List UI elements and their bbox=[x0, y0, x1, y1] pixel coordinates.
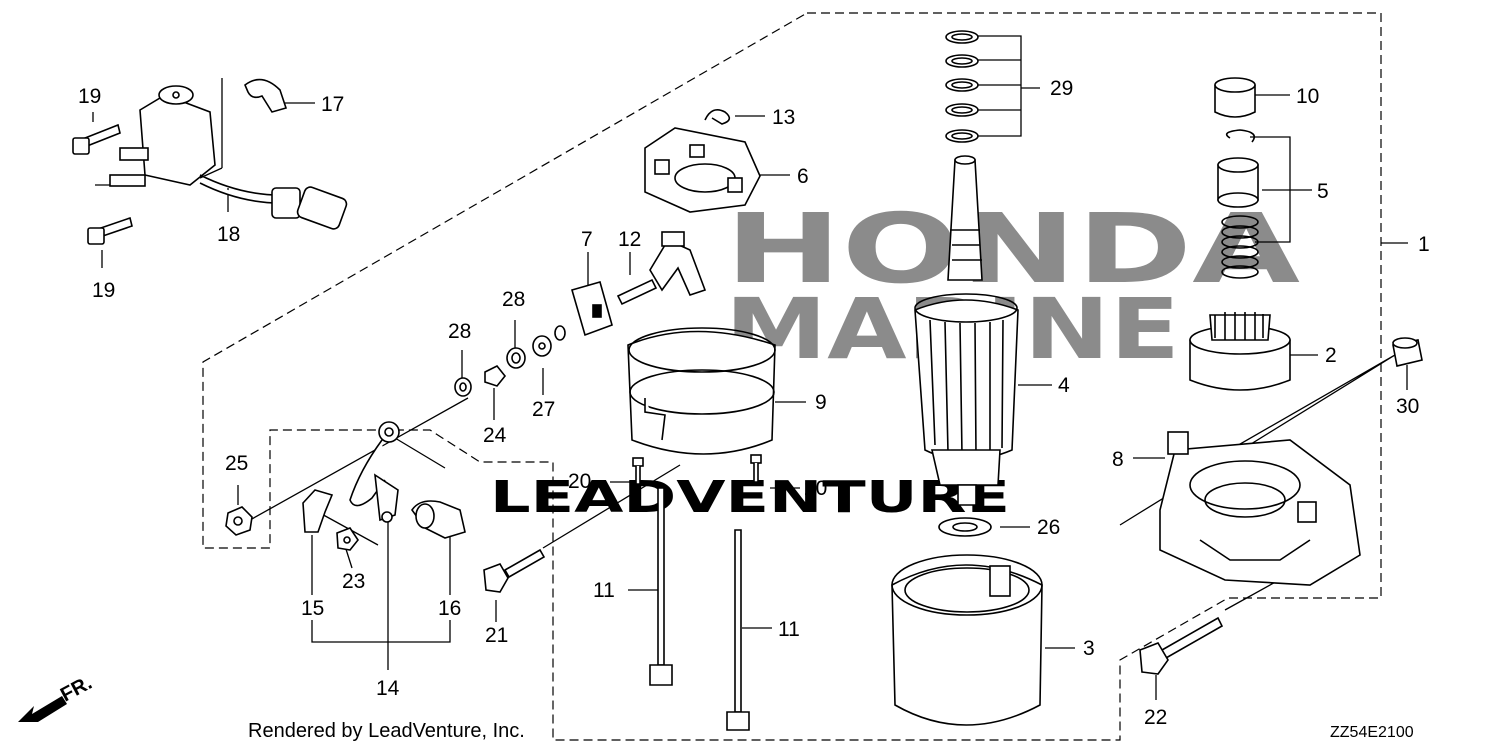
callout-14: 14 bbox=[376, 677, 400, 700]
yoke-3 bbox=[891, 554, 1043, 726]
callout-19a: 19 bbox=[78, 85, 101, 108]
leader-lines bbox=[92, 35, 1408, 700]
callout-11a: 11 bbox=[593, 579, 615, 602]
spring bbox=[1221, 215, 1259, 279]
bolt-22 bbox=[1139, 616, 1224, 675]
washer-26 bbox=[938, 517, 992, 537]
nut-23 bbox=[336, 527, 359, 551]
cable-14 bbox=[349, 421, 400, 523]
callout-19b: 19 bbox=[92, 279, 115, 302]
callout-25: 25 bbox=[225, 452, 248, 475]
collar bbox=[1217, 157, 1259, 208]
brush-holder-6 bbox=[644, 127, 761, 213]
shaft-rings-29 bbox=[945, 30, 979, 143]
callout-8: 8 bbox=[1112, 448, 1124, 471]
footer-credit: Rendered by LeadVenture, Inc. bbox=[248, 720, 525, 742]
cap-10 bbox=[1214, 77, 1256, 118]
callout-28b: 28 bbox=[448, 320, 471, 343]
callout-26: 26 bbox=[1037, 516, 1060, 539]
nut-25 bbox=[225, 506, 253, 536]
callout-15: 15 bbox=[301, 597, 324, 620]
rear-cover-9 bbox=[627, 327, 776, 455]
callout-10: 10 bbox=[1296, 85, 1319, 108]
terminal-7 bbox=[571, 281, 613, 337]
collar-30 bbox=[1392, 337, 1423, 367]
callout-11b: 11 bbox=[778, 618, 800, 641]
washers bbox=[454, 325, 566, 397]
bolt-21 bbox=[483, 548, 546, 593]
callout-27: 27 bbox=[532, 398, 555, 421]
callout-6: 6 bbox=[797, 165, 809, 188]
callout-30: 30 bbox=[1396, 395, 1419, 418]
bolt-12 bbox=[616, 231, 707, 306]
callout-17: 17 bbox=[321, 93, 344, 116]
pinion-2 bbox=[1189, 312, 1291, 391]
callout-2: 2 bbox=[1325, 344, 1337, 367]
callout-13: 13 bbox=[772, 106, 795, 129]
callout-24: 24 bbox=[483, 424, 507, 447]
clip-17 bbox=[244, 78, 288, 113]
front-bracket-8 bbox=[1159, 431, 1361, 586]
callout-20b: 20 bbox=[804, 477, 827, 500]
callout-22: 22 bbox=[1144, 706, 1167, 729]
callout-1: 1 bbox=[1418, 233, 1430, 256]
watermark-brand: HONDA bbox=[725, 193, 1300, 305]
boot-15 bbox=[302, 489, 334, 533]
callout-18: 18 bbox=[217, 223, 240, 246]
screws-20 bbox=[632, 454, 762, 485]
diagram-code: ZZ54E2100 bbox=[1330, 724, 1414, 741]
callout-16: 16 bbox=[438, 597, 461, 620]
callout-23: 23 bbox=[342, 570, 365, 593]
callout-3: 3 bbox=[1083, 637, 1095, 660]
callout-numbers: 1 2 3 4 5 6 7 8 9 10 11 11 12 13 14 15 1… bbox=[78, 77, 1430, 729]
callout-7: 7 bbox=[581, 228, 593, 251]
callout-29: 29 bbox=[1050, 77, 1073, 100]
callout-20a: 20 bbox=[568, 470, 591, 493]
callout-28a: 28 bbox=[502, 288, 525, 311]
front-direction-arrow: FR. bbox=[18, 672, 96, 722]
callout-4: 4 bbox=[1058, 374, 1070, 397]
callout-5: 5 bbox=[1317, 180, 1329, 203]
watermark-vendor: LEADVENTURE bbox=[490, 472, 1010, 523]
callout-12: 12 bbox=[618, 228, 641, 251]
callout-21: 21 bbox=[485, 624, 508, 647]
callout-9: 9 bbox=[815, 391, 827, 414]
stop-ring bbox=[1225, 129, 1256, 143]
armature-4 bbox=[914, 155, 1019, 506]
through-bolts-11 bbox=[649, 487, 750, 731]
boot-16 bbox=[411, 500, 466, 539]
starter-solenoid bbox=[72, 85, 348, 245]
assembly-outline bbox=[202, 12, 1382, 741]
spring-clip-13 bbox=[704, 109, 731, 125]
